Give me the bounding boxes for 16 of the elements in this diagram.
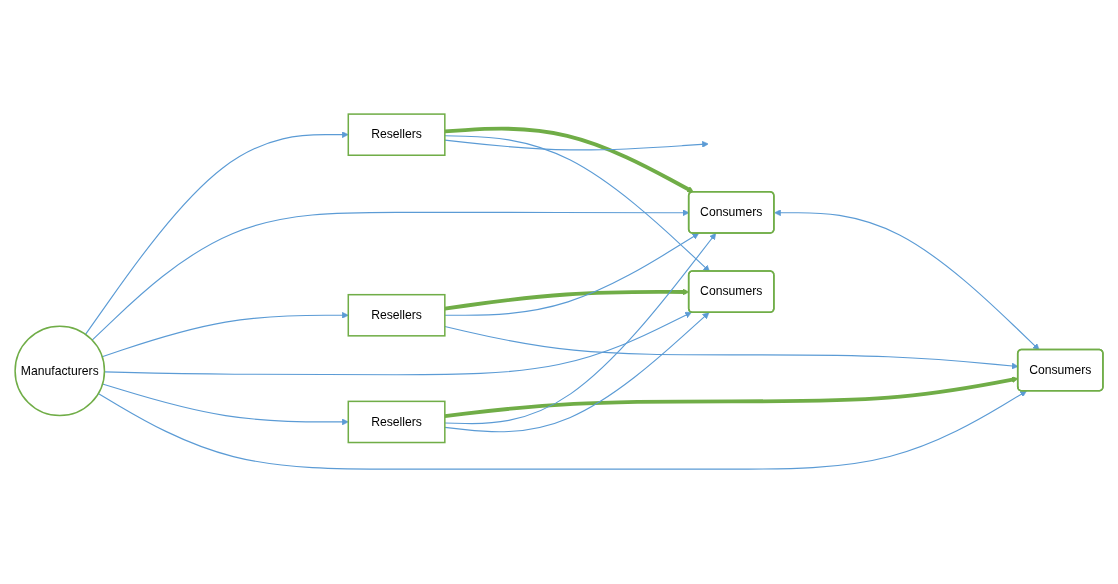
arrow: [444, 135, 710, 273]
arrow: [84, 131, 349, 336]
arrow: [103, 312, 692, 376]
arrow: [97, 391, 1027, 471]
arrow: [444, 139, 709, 151]
arrow: [101, 312, 349, 358]
node-box: Resellers: [347, 294, 446, 337]
arrow: [101, 383, 349, 426]
arrow: [444, 233, 700, 317]
node-circle: Manufacturers: [14, 325, 106, 417]
arrow: [774, 209, 1040, 351]
node-box: Resellers: [347, 113, 446, 157]
arrow: [444, 233, 717, 425]
arrow: [444, 312, 710, 433]
node-box: Resellers: [347, 400, 446, 444]
arrow: [444, 127, 694, 193]
